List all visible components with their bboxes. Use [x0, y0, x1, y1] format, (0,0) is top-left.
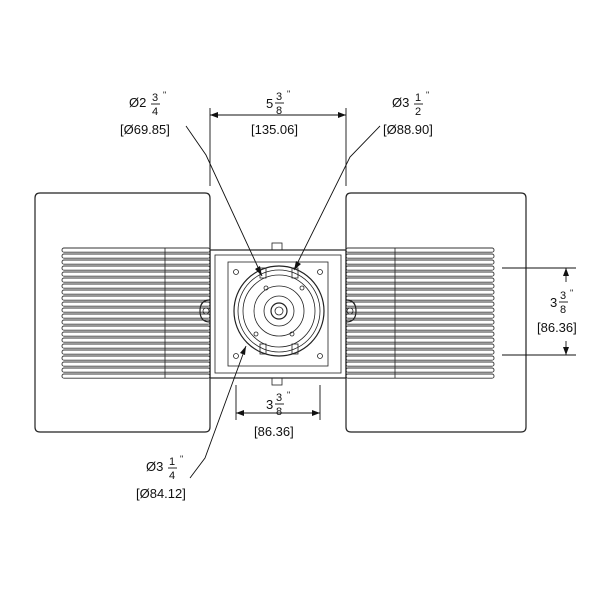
fin: [345, 313, 495, 319]
fin: [61, 361, 211, 367]
label-dia-top-right: Ø3 1 2 " [Ø88.90]: [383, 90, 433, 137]
fin: [345, 343, 495, 349]
fin: [345, 307, 495, 313]
svg-text:Ø3: Ø3: [146, 459, 163, 474]
dimension-bottom-width: [235, 385, 321, 420]
svg-text:3: 3: [276, 392, 282, 404]
svg-text:1: 1: [415, 92, 421, 104]
fin: [345, 271, 495, 277]
svg-text:1: 1: [169, 456, 175, 468]
fin: [61, 301, 211, 307]
fin: [61, 247, 211, 253]
fin: [61, 349, 211, 355]
svg-text:": ": [570, 288, 573, 298]
right-heat-sink-fins: [345, 247, 495, 379]
svg-text:": ": [426, 90, 429, 100]
left-head: [34, 192, 211, 433]
fin: [61, 265, 211, 271]
fin: [61, 355, 211, 361]
fin: [345, 253, 495, 259]
label-width-bottom: 3 3 8 " [86.36]: [254, 390, 294, 439]
svg-text:": ": [180, 454, 183, 464]
svg-text:[86.36]: [86.36]: [537, 320, 577, 335]
svg-text:4: 4: [152, 106, 158, 118]
fin: [61, 337, 211, 343]
fin: [61, 325, 211, 331]
fin: [61, 343, 211, 349]
leader-top-right: [293, 125, 381, 271]
svg-text:[Ø88.90]: [Ø88.90]: [383, 122, 433, 137]
fin: [345, 331, 495, 337]
fin: [61, 271, 211, 277]
svg-text:": ": [287, 390, 290, 400]
svg-text:2: 2: [415, 106, 421, 118]
fin: [61, 259, 211, 265]
fin: [345, 283, 495, 289]
dimension-top-width: [209, 108, 347, 186]
fin: [345, 319, 495, 325]
svg-text:": ": [163, 90, 166, 100]
svg-text:[135.06]: [135.06]: [251, 122, 298, 137]
fin: [61, 373, 211, 379]
svg-text:5: 5: [266, 96, 273, 111]
svg-text:8: 8: [276, 105, 282, 117]
fin: [61, 319, 211, 325]
fin: [345, 295, 495, 301]
fin: [345, 289, 495, 295]
fin: [345, 337, 495, 343]
svg-text:3: 3: [152, 92, 158, 104]
fin: [61, 307, 211, 313]
fin: [61, 277, 211, 283]
right-head: [345, 192, 527, 433]
fin: [345, 349, 495, 355]
svg-text:Ø3: Ø3: [392, 95, 409, 110]
fin: [345, 367, 495, 373]
left-heat-sink-fins: [61, 247, 211, 379]
fin: [345, 265, 495, 271]
fin: [345, 355, 495, 361]
fin: [61, 331, 211, 337]
svg-text:4: 4: [169, 470, 175, 482]
svg-text:[Ø69.85]: [Ø69.85]: [120, 122, 170, 137]
svg-text:3: 3: [550, 295, 557, 310]
fin: [345, 325, 495, 331]
label-dia-top-left: Ø2 3 4 " [Ø69.85]: [120, 90, 170, 137]
svg-text:3: 3: [266, 397, 273, 412]
fin: [345, 277, 495, 283]
fin: [345, 247, 495, 253]
dimension-right-height: [502, 267, 576, 356]
fin: [61, 283, 211, 289]
svg-text:Ø2: Ø2: [129, 95, 146, 110]
fin: [345, 301, 495, 307]
svg-text:8: 8: [276, 406, 282, 418]
fin: [345, 373, 495, 379]
label-height-right: 3 3 8 " [86.36]: [537, 288, 577, 335]
leader-bottom-left: [189, 345, 247, 479]
leader-top-left: [185, 125, 263, 277]
fin: [345, 259, 495, 265]
svg-text:3: 3: [560, 290, 566, 302]
fin: [345, 361, 495, 367]
fin: [61, 253, 211, 259]
svg-text:[86.36]: [86.36]: [254, 424, 294, 439]
svg-text:3: 3: [276, 91, 282, 103]
svg-text:8: 8: [560, 304, 566, 316]
svg-text:": ": [287, 89, 290, 99]
fin: [61, 289, 211, 295]
label-dia-bottom-left: Ø3 1 4 " [Ø84.12]: [136, 454, 186, 501]
center-housing: [199, 242, 357, 386]
fin: [61, 313, 211, 319]
fin: [61, 367, 211, 373]
junction-box-rings: [233, 265, 325, 357]
svg-text:[Ø84.12]: [Ø84.12]: [136, 486, 186, 501]
label-width-top: 5 3 8 " [135.06]: [251, 89, 298, 137]
fin: [61, 295, 211, 301]
